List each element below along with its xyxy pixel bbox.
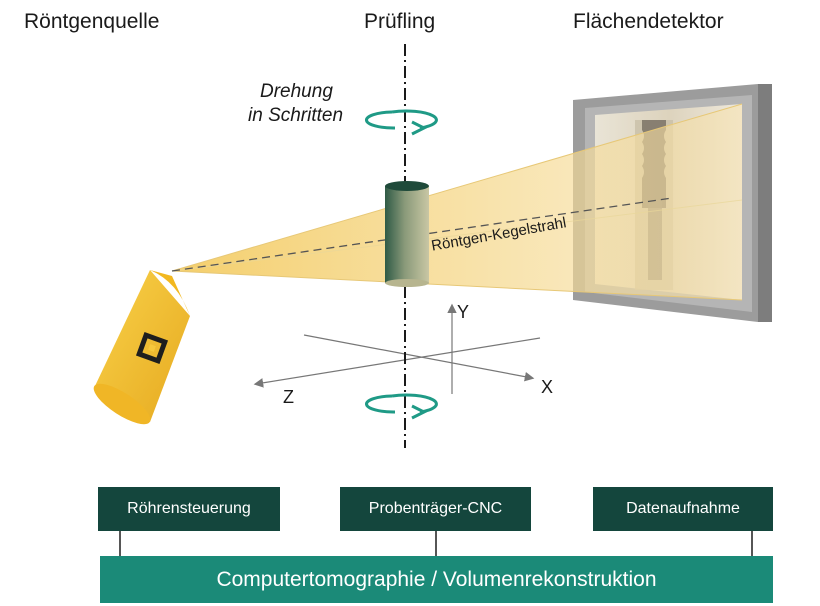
specimen-cylinder xyxy=(385,181,429,287)
logo-icon xyxy=(135,331,169,365)
rotation-label-line2: in Schritten xyxy=(248,105,344,126)
rotation-arrow-bottom-icon xyxy=(365,393,438,420)
header-specimen: Prüfling xyxy=(364,10,436,33)
control-label-acquisition: Datenaufnahme xyxy=(626,500,740,517)
control-box-stage: Probenträger-CNC xyxy=(340,487,531,531)
header-detector: Flächendetektor xyxy=(573,10,724,33)
reconstruction-bar: Computertomographie / Volumenrekonstrukt… xyxy=(100,556,773,603)
xray-source xyxy=(93,270,190,425)
coordinate-axes xyxy=(253,303,541,394)
axis-label-z: Z xyxy=(283,387,294,407)
axis-label-y: Y xyxy=(457,302,470,322)
axis-label-x: X xyxy=(541,377,554,397)
control-label-tube: Röhrensteuerung xyxy=(127,500,251,517)
rotation-arrow-top-icon xyxy=(365,109,438,136)
xray-cone-beam xyxy=(171,103,743,301)
header-xray-source: Röntgenquelle xyxy=(24,10,160,33)
rotation-label-line1: Drehung xyxy=(260,81,333,102)
control-label-stage: Probenträger-CNC xyxy=(368,500,503,517)
control-box-acquisition: Datenaufnahme xyxy=(593,487,773,531)
connector-lines xyxy=(119,531,753,556)
control-box-tube: Röhrensteuerung xyxy=(98,487,280,531)
reconstruction-label: Computertomographie / Volumenrekonstrukt… xyxy=(216,567,657,591)
rotation-label: Drehung in Schritten xyxy=(248,80,343,128)
